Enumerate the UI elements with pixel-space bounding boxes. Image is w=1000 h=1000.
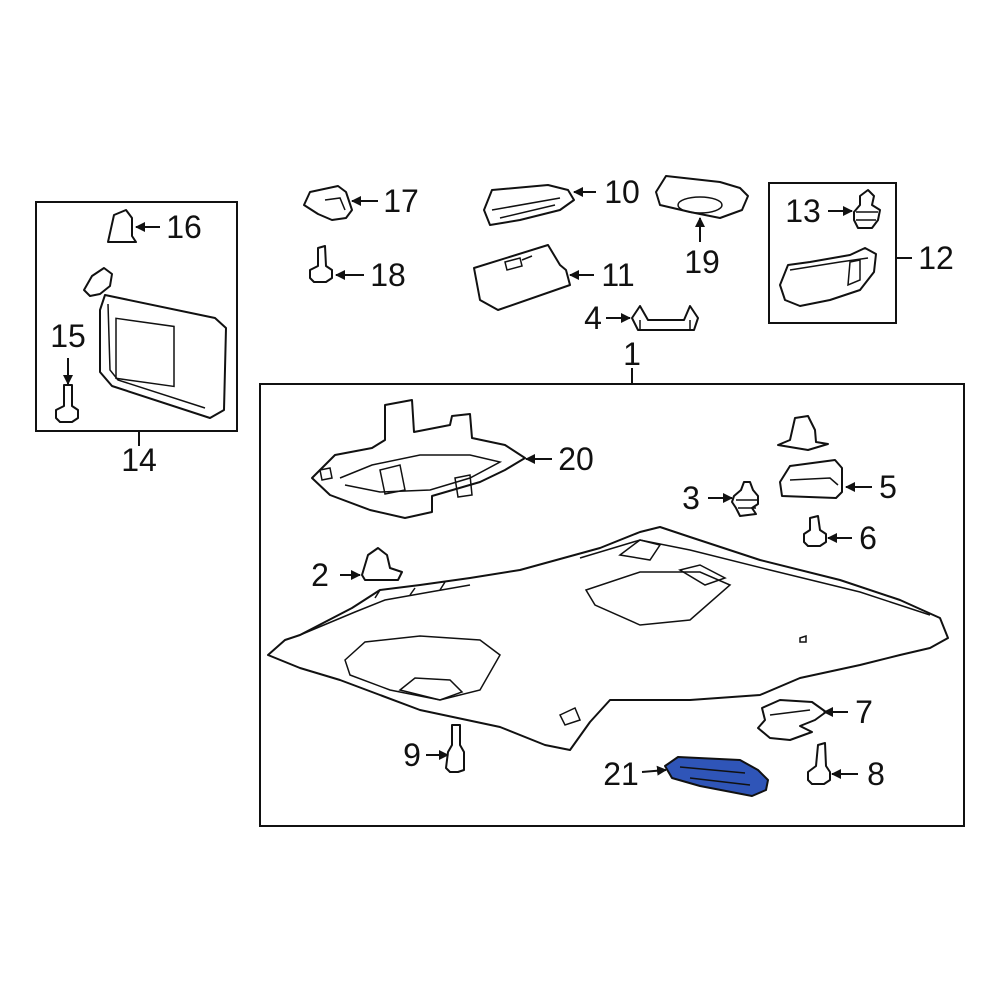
label-panel-part-11[interactable] — [473, 244, 571, 311]
callout-4: 4 — [584, 300, 602, 336]
handle-part-7[interactable] — [757, 699, 827, 741]
clip-part-16[interactable] — [107, 209, 137, 243]
lamp-part-19[interactable] — [655, 175, 749, 219]
callout-12: 12 — [918, 240, 954, 276]
headliner-part-1[interactable] — [267, 526, 949, 751]
callout-5: 5 — [879, 469, 897, 505]
callout-7: 7 — [855, 694, 873, 730]
callout-1: 1 — [623, 336, 641, 372]
callout-3: 3 — [682, 480, 700, 516]
grab-handle-part-12[interactable] — [779, 247, 877, 307]
callout-8: 8 — [867, 756, 885, 792]
bracket-part-4[interactable] — [631, 305, 699, 331]
sun-visor-part-14[interactable] — [83, 267, 227, 419]
callout-21: 21 — [603, 756, 639, 792]
callout-10: 10 — [604, 174, 640, 210]
group-box-1 — [259, 383, 965, 827]
callout-17: 17 — [383, 183, 419, 219]
callout-6: 6 — [859, 520, 877, 556]
overhead-console-part-20[interactable] — [311, 399, 526, 519]
screw-part-15[interactable] — [55, 384, 79, 423]
callout-11: 11 — [601, 257, 634, 293]
cover-part-17[interactable] — [303, 185, 353, 221]
callout-19: 19 — [684, 244, 720, 280]
callout-9: 9 — [403, 737, 421, 773]
bracket-part-5[interactable] — [777, 415, 843, 499]
callout-13: 13 — [785, 193, 821, 229]
clip-part-13[interactable] — [853, 189, 881, 229]
group-box-12 — [768, 182, 897, 324]
callout-14: 14 — [121, 442, 157, 478]
leader-line-21 — [641, 765, 667, 776]
screw-part-6[interactable] — [803, 515, 827, 547]
clip-part-2[interactable] — [361, 547, 403, 581]
retainer-part-3[interactable] — [731, 481, 759, 517]
group-box-14 — [35, 201, 238, 432]
callout-15: 15 — [50, 318, 86, 354]
trim-part-10[interactable] — [483, 184, 575, 226]
callout-18: 18 — [370, 257, 406, 293]
highlighted-part-21[interactable] — [664, 756, 769, 797]
callout-20: 20 — [558, 441, 594, 477]
screw-part-8[interactable] — [807, 742, 831, 785]
callout-2: 2 — [311, 557, 329, 593]
screw-part-18[interactable] — [309, 245, 333, 283]
callout-16: 16 — [166, 209, 202, 245]
fastener-part-9[interactable] — [445, 724, 465, 773]
